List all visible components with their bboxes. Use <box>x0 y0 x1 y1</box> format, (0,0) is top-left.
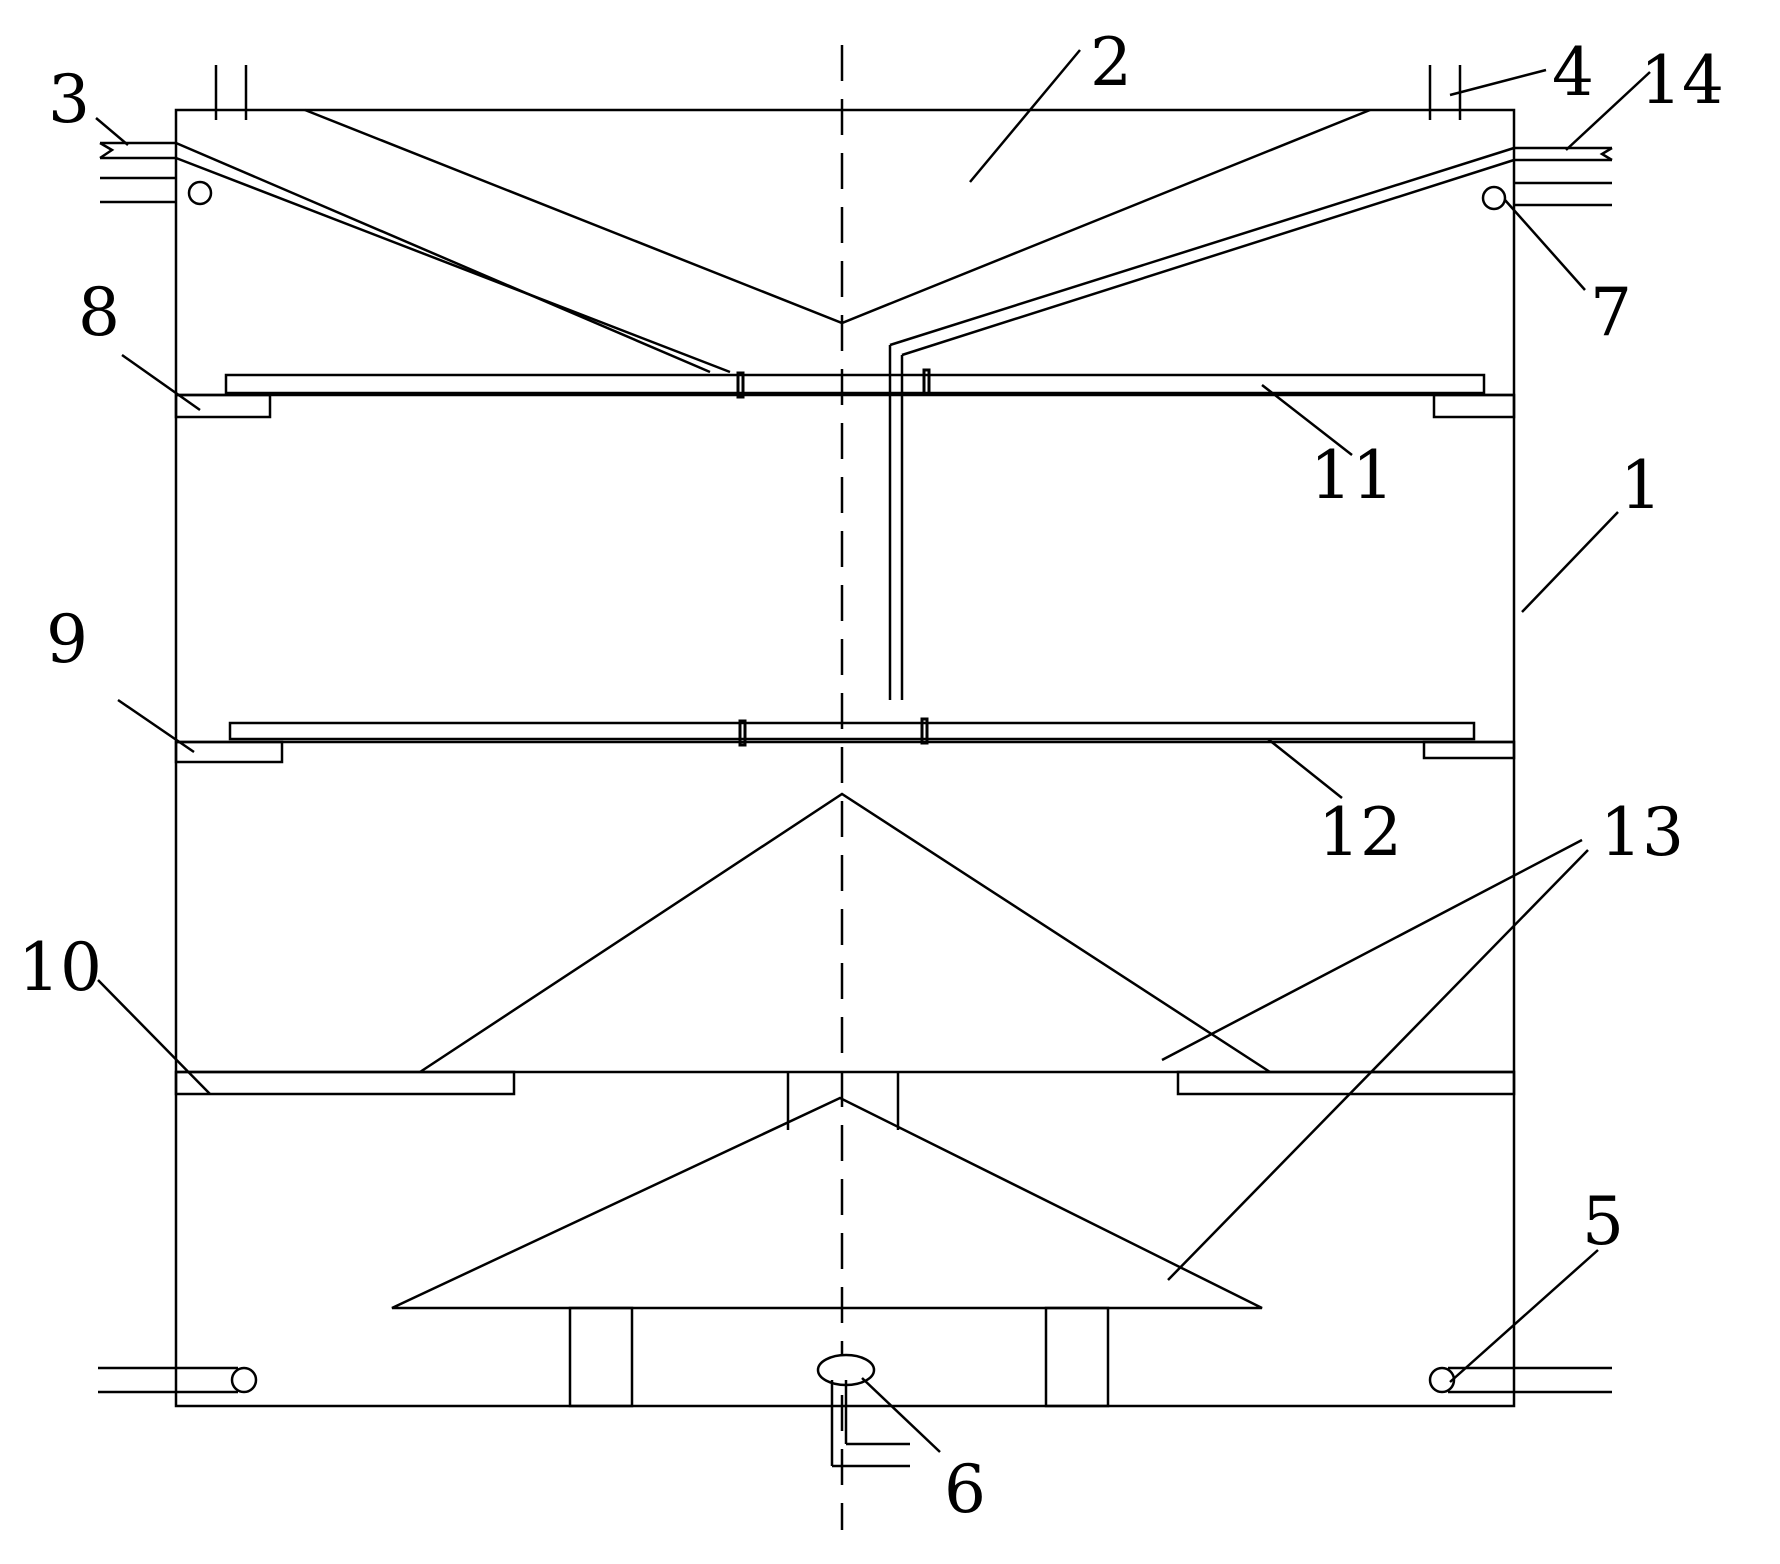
label-10: 10 <box>18 929 102 1006</box>
vessel-body <box>174 108 1516 1408</box>
bottom-inlet-nozzle <box>816 1353 910 1468</box>
support-bracket-8-right <box>1432 393 1516 419</box>
label-6: 6 <box>944 1451 986 1528</box>
upper-cone-13 <box>419 792 1271 1074</box>
label-12: 12 <box>1318 794 1402 871</box>
lower-cone-13 <box>391 1096 1263 1408</box>
label-7: 7 <box>1590 274 1632 351</box>
label-4: 4 <box>1552 34 1594 111</box>
right-inlet-pipe <box>888 146 1613 700</box>
label-2: 2 <box>1090 24 1132 101</box>
middle-tray <box>174 717 1516 764</box>
label-9: 9 <box>46 601 88 678</box>
reference-numerals: 2 4 14 3 7 8 11 1 9 12 13 10 5 6 <box>18 24 1724 1528</box>
support-bracket-8-left <box>174 393 272 419</box>
label-5: 5 <box>1582 1183 1624 1260</box>
label-3: 3 <box>48 61 90 138</box>
label-14: 14 <box>1640 42 1724 119</box>
label-11: 11 <box>1310 437 1394 514</box>
support-bracket-10-left <box>174 1070 516 1096</box>
label-8: 8 <box>78 274 120 351</box>
support-bracket-10-right <box>1176 1070 1516 1096</box>
top-cone-funnel <box>304 108 1371 325</box>
top-flange-marks <box>214 65 1462 120</box>
upper-tray <box>174 368 1516 419</box>
bottom-side-pipes <box>98 1366 1612 1394</box>
lower-shelf <box>174 1070 1516 1130</box>
support-bracket-9-right <box>1422 740 1516 760</box>
label-13: 13 <box>1600 794 1684 871</box>
label-1: 1 <box>1620 447 1662 524</box>
leader-lines <box>95 49 1651 1453</box>
left-inlet-pipe <box>99 141 731 374</box>
